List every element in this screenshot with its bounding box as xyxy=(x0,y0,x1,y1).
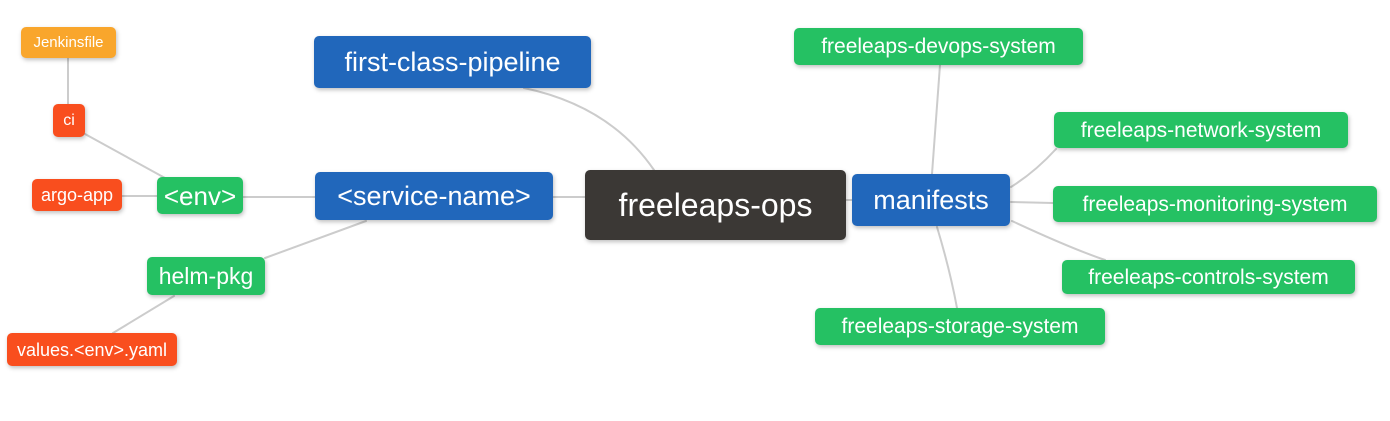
node-freeleaps-network-system[interactable]: freeleaps-network-system xyxy=(1054,112,1348,148)
node-freeleaps-ops[interactable]: freeleaps-ops xyxy=(585,170,846,240)
node-helm-pkg[interactable]: helm-pkg xyxy=(147,257,265,295)
edge-valuesyaml-helmpkg xyxy=(112,295,175,334)
edge-ci-env xyxy=(84,133,166,179)
edge-manifests-devops xyxy=(931,64,941,175)
node-jenkinsfile[interactable]: Jenkinsfile xyxy=(21,27,116,58)
edge-manifests-controls xyxy=(1011,220,1106,261)
node-service-name[interactable]: <service-name> xyxy=(315,172,553,220)
node-env[interactable]: <env> xyxy=(157,177,243,214)
node-manifests[interactable]: manifests xyxy=(852,174,1010,226)
node-freeleaps-storage-system[interactable]: freeleaps-storage-system xyxy=(815,308,1105,345)
node-argo-app[interactable]: argo-app xyxy=(32,179,122,211)
node-freeleaps-monitoring-system[interactable]: freeleaps-monitoring-system xyxy=(1053,186,1377,222)
node-freeleaps-devops-system[interactable]: freeleaps-devops-system xyxy=(794,28,1083,65)
node-first-class-pipeline[interactable]: first-class-pipeline xyxy=(314,36,591,88)
node-freeleaps-controls-system[interactable]: freeleaps-controls-system xyxy=(1062,260,1355,294)
edge-helmpkg-servicename xyxy=(264,220,367,259)
edge-manifests-network xyxy=(1010,148,1057,188)
edge-manifests-storage xyxy=(936,226,958,309)
edge-pipeline-root xyxy=(523,87,655,171)
node-values-env-yaml[interactable]: values.<env>.yaml xyxy=(7,333,177,366)
edge-manifests-monitoring xyxy=(1010,201,1054,204)
node-ci[interactable]: ci xyxy=(53,104,85,137)
